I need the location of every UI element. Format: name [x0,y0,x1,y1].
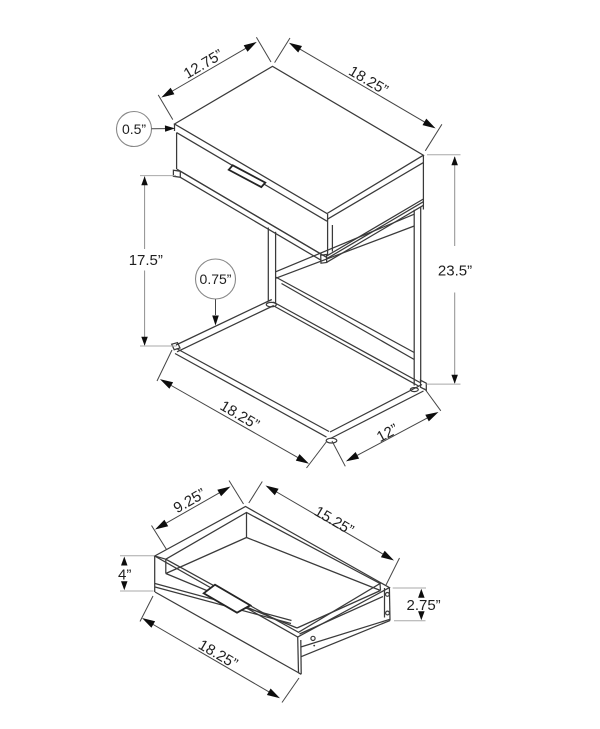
svg-text:17.5”: 17.5” [129,252,163,269]
svg-text:0.5”: 0.5” [122,121,146,137]
svg-text:2.75”: 2.75” [406,597,440,614]
svg-text:0.75”: 0.75” [200,271,232,287]
svg-text:4”: 4” [118,567,131,584]
svg-text:23.5”: 23.5” [438,262,472,279]
